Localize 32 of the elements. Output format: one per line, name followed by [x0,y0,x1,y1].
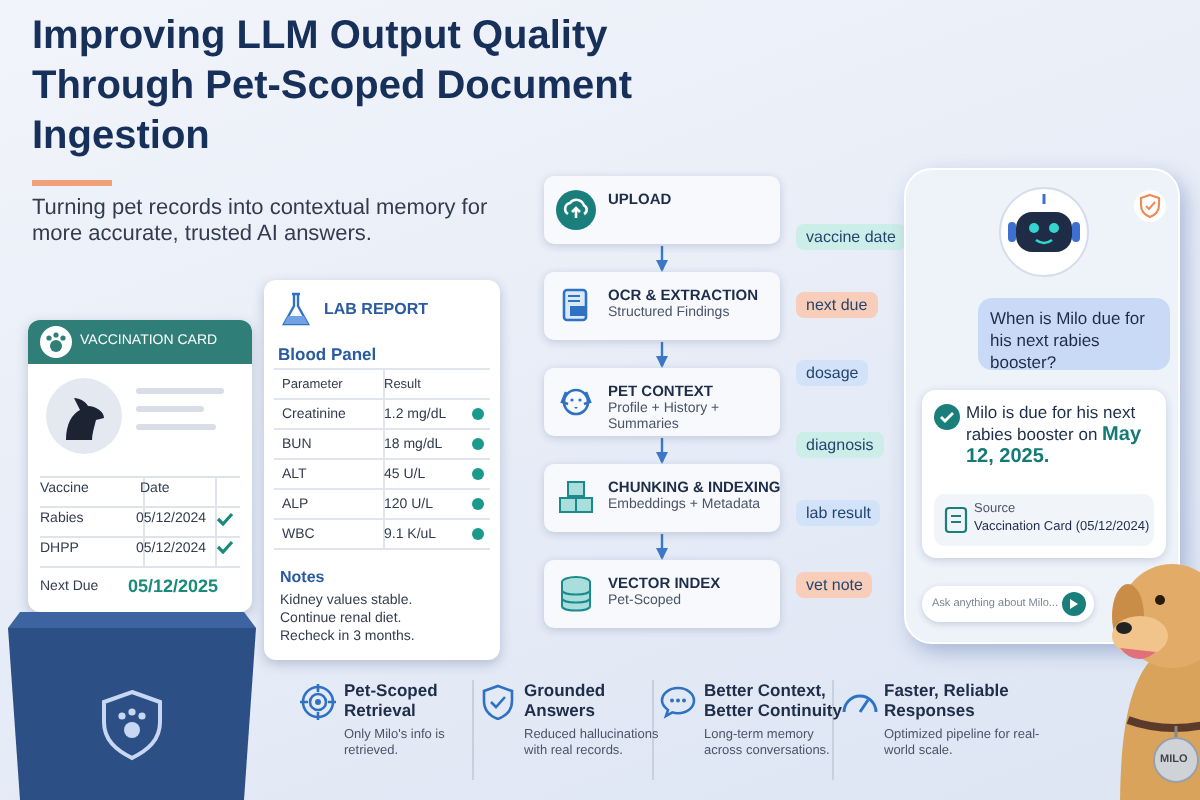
section-heading: Notes [280,568,325,588]
keyword-tag: dosage [796,360,869,386]
question-bubble: When is Milo due for his next rabies booster? [978,298,1170,370]
keyword-tag: vet note [796,572,873,598]
feature-title: Better Context, Better Continuity [704,680,844,721]
lab-report-card [264,280,500,660]
answer-text: Milo is due for his next rabies booster on May 12, 2025. [966,402,1143,468]
process-box [544,464,780,532]
keyword-tag: next due [796,292,878,318]
keyword-tag: diagnosis [796,432,884,458]
feature-title: Pet-Scoped Retrieval [344,680,440,721]
process-box [544,272,780,340]
process-box [544,560,780,628]
arrow [656,534,668,560]
process-box [544,368,780,436]
feature-title: Grounded Answers [524,680,608,721]
source-box [934,494,1154,546]
arrow [656,438,668,464]
keyword-tag: lab result [796,500,881,526]
subtitle: Turning pet records into contextual memory for more accurate, trusted AI answers. [32,196,490,249]
chat-phone-panel [904,168,1180,644]
answer-bubble [922,390,1166,558]
arrow [656,342,668,368]
arrow [656,246,668,272]
feature-title: Faster, Reliable Responses [884,680,1011,721]
vaccination-card [28,320,252,612]
title: Improving LLM Output Quality Through Pet-Scoped Document Ingestion [32,12,634,162]
due-date: 05/12/2025 [128,576,219,598]
card-title: LAB REPORT [324,300,428,318]
section-heading: Blood Panel [278,344,377,364]
keyword-tag: vaccine date [796,224,906,250]
process-box [544,176,780,244]
